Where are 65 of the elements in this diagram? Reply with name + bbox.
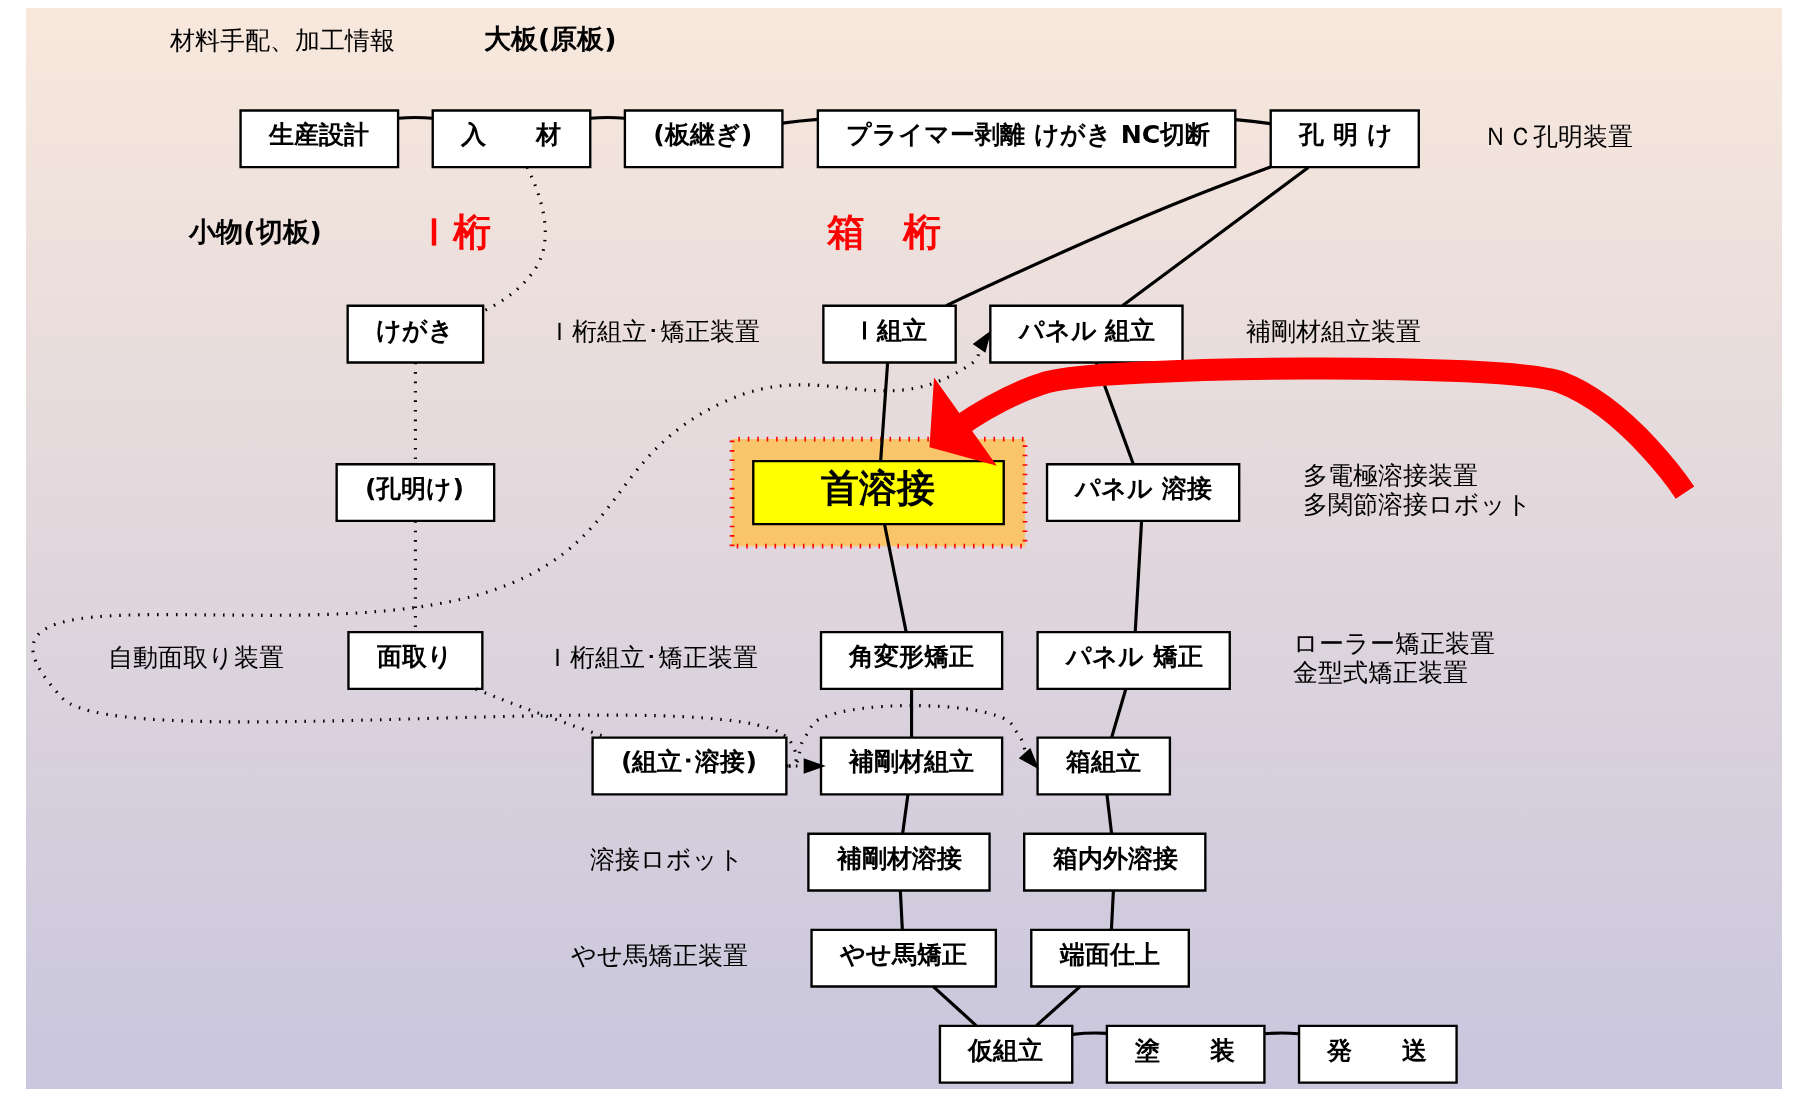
connector (879, 362, 890, 461)
node-box: 生産設計 (239, 109, 400, 169)
connector (398, 115, 433, 120)
connector (932, 985, 978, 1027)
connector (1121, 166, 1310, 307)
connector (1105, 794, 1114, 834)
arrow (929, 357, 1694, 499)
arrow (786, 758, 826, 774)
node-label: 自動面取り装置 (108, 643, 285, 673)
connector (1110, 688, 1128, 738)
connector (1235, 118, 1271, 126)
connector (898, 890, 904, 930)
connector (590, 115, 625, 120)
node-box: 箱内外溶接 (1023, 832, 1207, 892)
arrow (32, 330, 992, 767)
node-label: やせ馬矯正装置 (571, 941, 749, 971)
cluster (729, 436, 1028, 549)
node-box: けがき (346, 304, 485, 364)
connector (901, 794, 910, 834)
node-label: Ｉ桁組立･矯正装置 (546, 317, 760, 347)
connector (883, 524, 908, 632)
node-box: 角変形矯正 (819, 630, 1004, 691)
node-box: パネル 組立 (989, 304, 1184, 364)
node-box: 面取り (347, 630, 484, 691)
connector (1072, 1031, 1107, 1036)
node-box: 入 材 (431, 109, 592, 169)
connector (1109, 890, 1115, 930)
node-box: 箱組立 (1036, 736, 1172, 796)
node-box: 端面仕上 (1030, 928, 1190, 988)
connector (1264, 1031, 1300, 1036)
node-box: 孔 明 け (1269, 109, 1420, 169)
node-box: 首溶接 (752, 459, 1005, 526)
node-label: 溶接ロボット (590, 845, 745, 875)
node-label: 多関節溶接ロボット (1303, 489, 1532, 519)
arrow (788, 704, 1040, 770)
node-label: Ｉ桁組立･矯正装置 (545, 643, 759, 673)
connector (945, 165, 1272, 308)
node-label: 材料手配、加工情報 (169, 25, 395, 55)
connector (1035, 985, 1081, 1027)
connector (482, 166, 547, 313)
node-box: パネル 溶接 (1045, 463, 1241, 523)
node-box: 補剛材組立 (819, 736, 1004, 796)
node-box: パネル 矯正 (1036, 630, 1231, 691)
node-box: 発 送 (1297, 1024, 1458, 1084)
node-label: 補剛材組立装置 (1246, 317, 1422, 347)
node-box: 仮組立 (938, 1024, 1074, 1084)
node-box: Ｉ組立 (822, 304, 957, 364)
node-label: ローラー矯正装置 (1292, 629, 1495, 659)
label: 箱 桁 (827, 209, 942, 254)
node-box: (組立･溶接) (591, 736, 788, 796)
label: 小物(切板) (189, 216, 322, 248)
node-box: 補剛材溶接 (807, 832, 991, 892)
node-box: (孔明け) (335, 463, 496, 523)
node-label: 金型式矯正装置 (1292, 657, 1468, 687)
connector (910, 688, 914, 738)
node-label: 多電極溶接装置 (1303, 461, 1478, 491)
node-label: ＮＣ孔明装置 (1482, 121, 1633, 151)
node-box: 塗 装 (1105, 1024, 1266, 1084)
node-box: プライマー剥離 けがき NC切断 (816, 109, 1237, 169)
node-box: やせ馬矯正 (810, 928, 998, 988)
label: 大板(原板) (483, 22, 617, 54)
node-box: (板継ぎ) (623, 109, 784, 169)
label: Ｉ桁 (414, 209, 491, 254)
connector (1133, 521, 1144, 632)
connector (782, 117, 818, 125)
